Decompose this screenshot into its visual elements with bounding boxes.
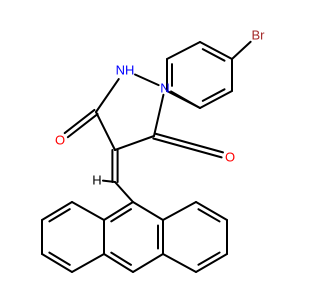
atom-label-br: Br <box>252 28 266 43</box>
atom-label-nh: NH <box>116 63 135 78</box>
bond-33 <box>162 201 197 221</box>
atom-label-h-vinyl: H <box>92 173 101 188</box>
atom-label-o-right: O <box>225 150 235 165</box>
bond-5 <box>166 41 201 60</box>
bond-12 <box>153 93 165 137</box>
bond-27b <box>48 251 71 266</box>
bond-20a <box>103 253 134 273</box>
atom-label-n: N <box>160 81 169 96</box>
bond-2b <box>201 88 226 102</box>
bond-20b <box>110 251 132 266</box>
bond-32a <box>195 201 228 221</box>
bond-25b <box>48 208 71 223</box>
bond-2a <box>199 90 233 109</box>
bond-11 <box>114 135 155 151</box>
bond-14a <box>152 137 223 159</box>
bond-13a <box>63 108 96 135</box>
bond-7 <box>170 90 201 109</box>
bond-18a <box>103 201 134 221</box>
bond-32b <box>197 208 221 223</box>
bond-24 <box>71 201 105 221</box>
bond-10 <box>95 111 116 151</box>
bond-16 <box>101 179 116 183</box>
bond-29 <box>162 253 197 273</box>
bond-0b <box>201 48 226 62</box>
bond-17 <box>114 181 134 203</box>
bond-30a <box>195 253 228 273</box>
bond-14b <box>153 132 224 154</box>
bond-27a <box>41 253 73 273</box>
bond-25a <box>41 201 73 221</box>
bond-23 <box>132 201 164 221</box>
bond-30b <box>197 251 221 266</box>
bond-9 <box>95 78 120 113</box>
bond-6 <box>231 40 252 60</box>
atom-label-o-left: O <box>55 133 65 148</box>
bond-0a <box>199 41 233 60</box>
bond-13b <box>66 113 99 139</box>
bond-28 <box>71 253 105 273</box>
bond-group <box>41 40 252 273</box>
bond-8 <box>134 73 160 87</box>
atom-label-group: Br NH N O O H <box>55 28 265 188</box>
molecule-structure: Br NH N O O H <box>41 28 265 273</box>
bond-21 <box>132 253 164 273</box>
bond-18b <box>110 208 132 223</box>
